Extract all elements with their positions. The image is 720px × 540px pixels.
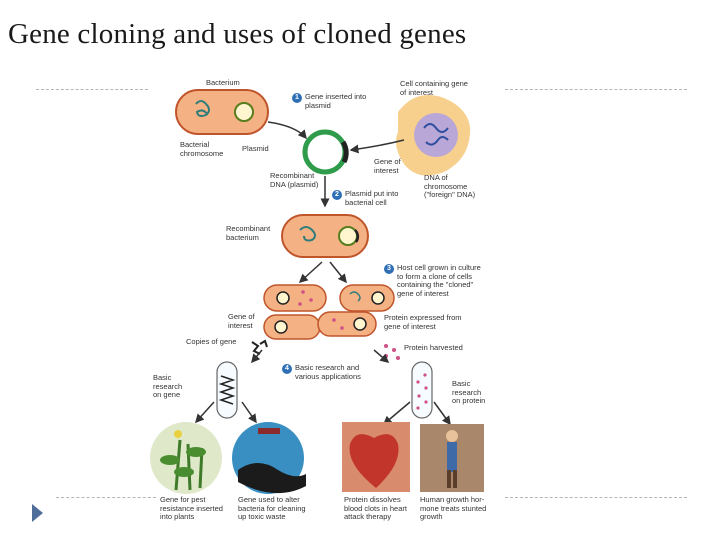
label-basic-research-gene: Basic research on gene — [153, 373, 183, 399]
label-plasmid: Plasmid — [242, 144, 269, 153]
label-use-blood-clots: Protein dissolves blood clots in heart a… — [344, 495, 407, 521]
label-copies-of-gene: Copies of gene — [186, 337, 237, 346]
plant-application-image — [150, 422, 222, 494]
clone-bacterium-2 — [339, 284, 395, 312]
label-step4: Basic research and various applications — [295, 363, 361, 381]
divider-bottom-right — [505, 497, 687, 498]
clone-bacterium-1 — [263, 284, 327, 312]
recombinant-bacterium — [281, 214, 369, 258]
divider-top-right — [505, 89, 687, 90]
slide-title: Gene cloning and uses of cloned genes — [8, 18, 467, 50]
heart-application-image — [342, 422, 410, 492]
protein-test-tube — [411, 361, 433, 419]
label-protein-expressed: Protein expressed from gene of interest — [384, 313, 462, 331]
label-bacterial-chromosome: Bacterial chromosome — [180, 140, 224, 158]
label-dna-of-chromosome: DNA of chromosome ("foreign" DNA) — [424, 173, 476, 199]
divider-bottom-left — [56, 497, 156, 498]
label-use-pest-resistance: Gene for pest resistance inserted into p… — [160, 495, 223, 521]
label-gene-of-interest-1: Gene of interest — [374, 157, 401, 175]
step-4-badge: 4 — [282, 364, 292, 374]
label-use-toxic-waste: Gene used to alter bacteria for cleaning… — [238, 495, 306, 521]
bacterium-top — [175, 89, 269, 135]
bullet-arrow-icon — [32, 504, 43, 522]
label-gene-of-interest-2: Gene of interest — [228, 312, 255, 330]
gene-test-tube — [216, 361, 238, 419]
gene-copies-icon — [251, 339, 268, 355]
label-basic-research-protein: Basic research on protein — [452, 379, 486, 405]
clone-bacterium-4 — [317, 311, 377, 337]
divider-top-left — [36, 89, 148, 90]
label-step2: Plasmid put into bacterial cell — [345, 189, 399, 207]
step-2-badge: 2 — [332, 190, 342, 200]
label-protein-harvested: Protein harvested — [404, 343, 463, 352]
label-bacterium: Bacterium — [206, 78, 240, 87]
label-cell-gene: Cell containing gene of interest — [400, 79, 468, 97]
recombinant-plasmid — [302, 129, 349, 175]
source-cell — [396, 95, 471, 176]
protein-dots-icon — [384, 344, 400, 360]
label-use-growth-hormone: Human growth hor- mone treats stunted gr… — [420, 495, 487, 521]
step-1-badge: 1 — [292, 93, 302, 103]
clone-bacterium-3 — [263, 314, 321, 340]
label-recombinant-dna: Recombinant DNA (plasmid) — [270, 171, 319, 189]
label-step3: Host cell grown in culture to form a clo… — [397, 263, 481, 298]
label-step1: Gene inserted into plasmid — [305, 92, 367, 110]
toxic-waste-application-image — [232, 422, 306, 494]
growth-hormone-application-image — [420, 424, 484, 492]
label-recombinant-bacterium: Recombinant bacterium — [226, 224, 271, 242]
step-3-badge: 3 — [384, 264, 394, 274]
